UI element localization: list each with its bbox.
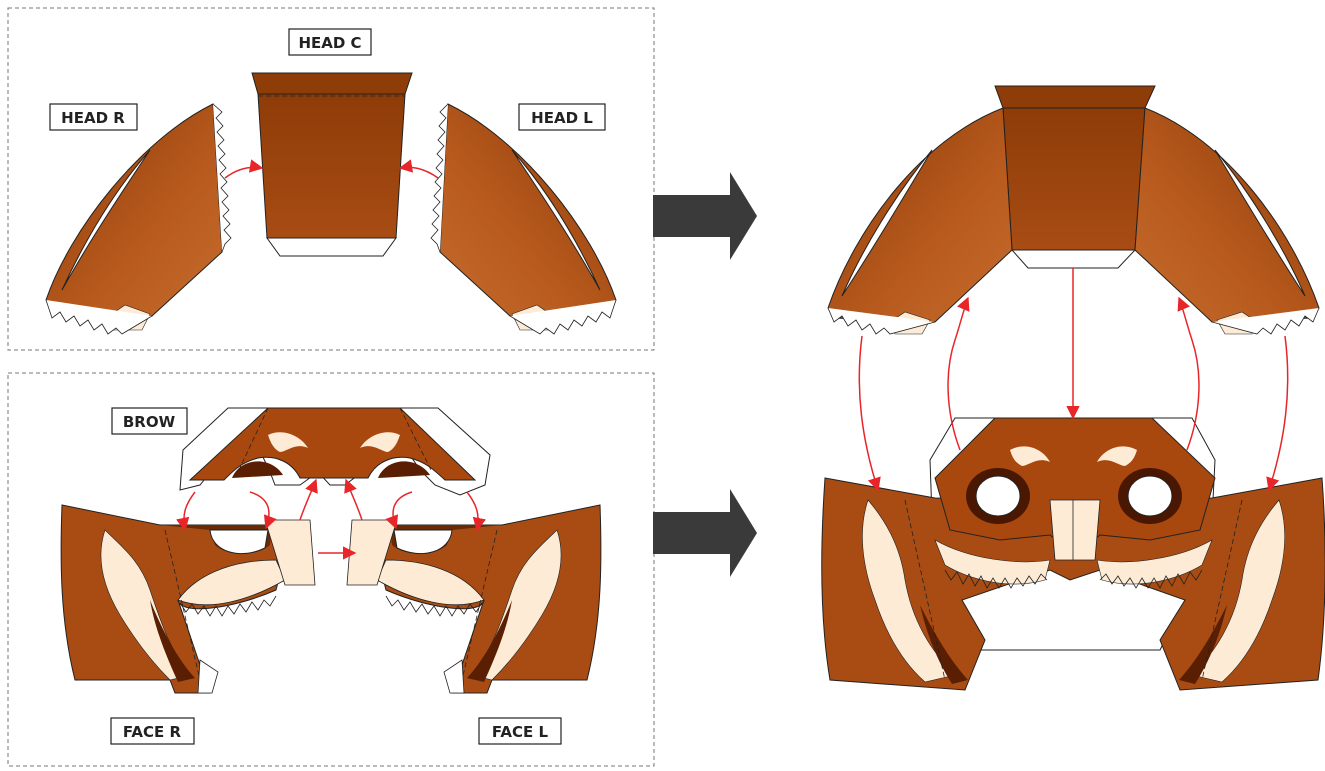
label-brow: BROW [112,408,187,434]
label-face-l: FACE L [479,718,561,744]
svg-text:HEAD L: HEAD L [531,109,593,127]
big-arrow-top [653,172,757,260]
svg-text:FACE L: FACE L [492,723,549,741]
svg-text:BROW: BROW [123,413,176,431]
face-r-piece [61,505,315,693]
label-head-r: HEAD R [50,104,137,130]
label-face-r: FACE R [111,718,194,744]
head-l-piece [431,104,616,334]
label-head-c: HEAD C [289,29,371,55]
head-c-piece [252,73,412,256]
label-head-l: HEAD L [519,104,605,130]
svg-text:HEAD R: HEAD R [61,109,125,127]
svg-text:HEAD C: HEAD C [298,34,361,52]
face-l-piece [347,505,601,693]
brow-piece [180,408,490,495]
big-arrow-bottom [653,489,757,577]
head-r-piece [46,104,231,334]
assembled-face [822,418,1325,690]
svg-text:FACE R: FACE R [123,723,182,741]
